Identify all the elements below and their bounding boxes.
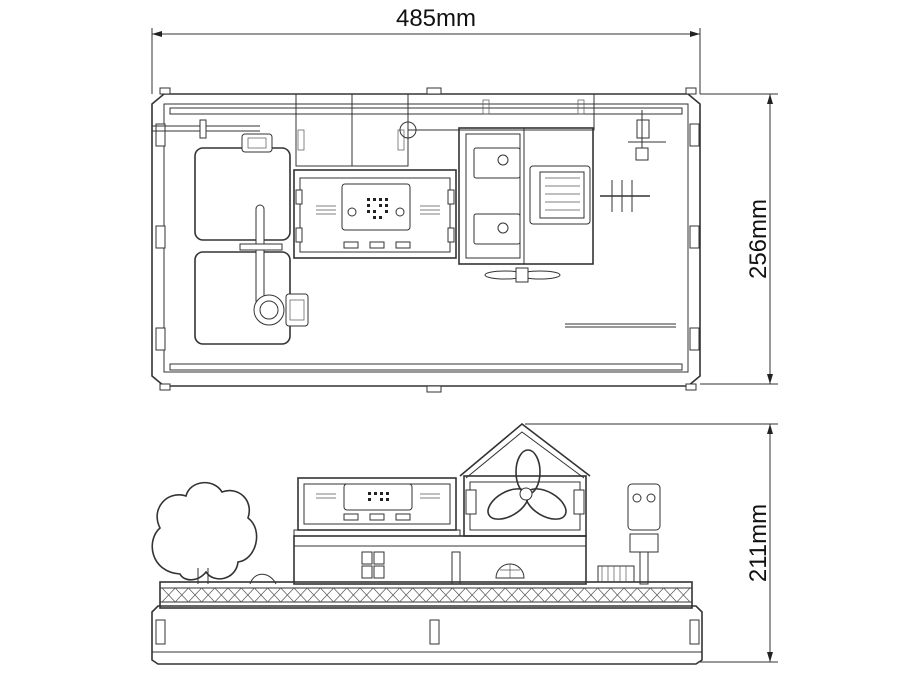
truss-brace (557, 587, 572, 603)
building-front (293, 535, 587, 585)
top-view (151, 87, 701, 393)
truss-brace (174, 587, 189, 603)
house-front (459, 422, 591, 537)
left-panels (152, 119, 309, 345)
side-clips (155, 87, 700, 393)
truss-brace (636, 587, 651, 603)
fan (487, 449, 567, 520)
controller-board-top (293, 169, 457, 259)
truss-brace (650, 587, 664, 603)
truss-brace (531, 587, 546, 603)
truss-brace (333, 587, 348, 603)
truss-brace (280, 587, 295, 603)
depth-label: 256mm (745, 199, 772, 279)
truss-brace (359, 587, 374, 603)
truss-brace (254, 587, 268, 603)
truss-brace (425, 587, 440, 603)
truss-brace (504, 587, 519, 603)
truss-brace (372, 587, 387, 603)
truss-brace (478, 587, 493, 603)
truss-brace (267, 587, 282, 603)
width-label: 485mm (396, 5, 476, 32)
depth-dimension: 256mm (700, 93, 778, 385)
gear (597, 565, 635, 583)
tree (151, 481, 258, 584)
house-top (458, 127, 594, 283)
controller-board-front (293, 477, 461, 537)
truss-brace (214, 587, 229, 603)
width-dimension: 485mm (151, 5, 701, 94)
truss-brace (663, 587, 678, 603)
truss-brace (188, 587, 202, 603)
truss-brace (623, 587, 638, 603)
truss-brace (676, 587, 691, 603)
truss-brace (518, 587, 532, 603)
truss-brace (465, 587, 480, 603)
led-matrix (367, 198, 388, 219)
front-view (151, 422, 703, 665)
truss-brace (452, 587, 466, 603)
truss-brace (306, 587, 321, 603)
truss-brace (610, 587, 625, 603)
truss-rail (159, 581, 693, 609)
height-label: 211mm (745, 504, 772, 582)
truss-brace (201, 587, 216, 603)
truss-brace (227, 587, 242, 603)
truss-brace (346, 587, 361, 603)
truss-brace (438, 587, 453, 603)
truss-brace (570, 587, 585, 603)
truss-brace (240, 587, 255, 603)
truss-brace (412, 587, 427, 603)
sensor-column (627, 483, 661, 585)
height-dimension: 211mm (525, 423, 778, 663)
truss-brace (293, 587, 308, 603)
truss-brace (161, 587, 176, 603)
truss-brace (584, 587, 598, 603)
truss-brace (320, 587, 334, 603)
truss-brace (491, 587, 506, 603)
truss-brace (597, 587, 612, 603)
truss-crosses (161, 587, 691, 603)
roof-top (295, 93, 595, 167)
truss-brace (544, 587, 559, 603)
right-top-items (565, 110, 676, 328)
truss-brace (386, 587, 400, 603)
truss-brace (399, 587, 414, 603)
